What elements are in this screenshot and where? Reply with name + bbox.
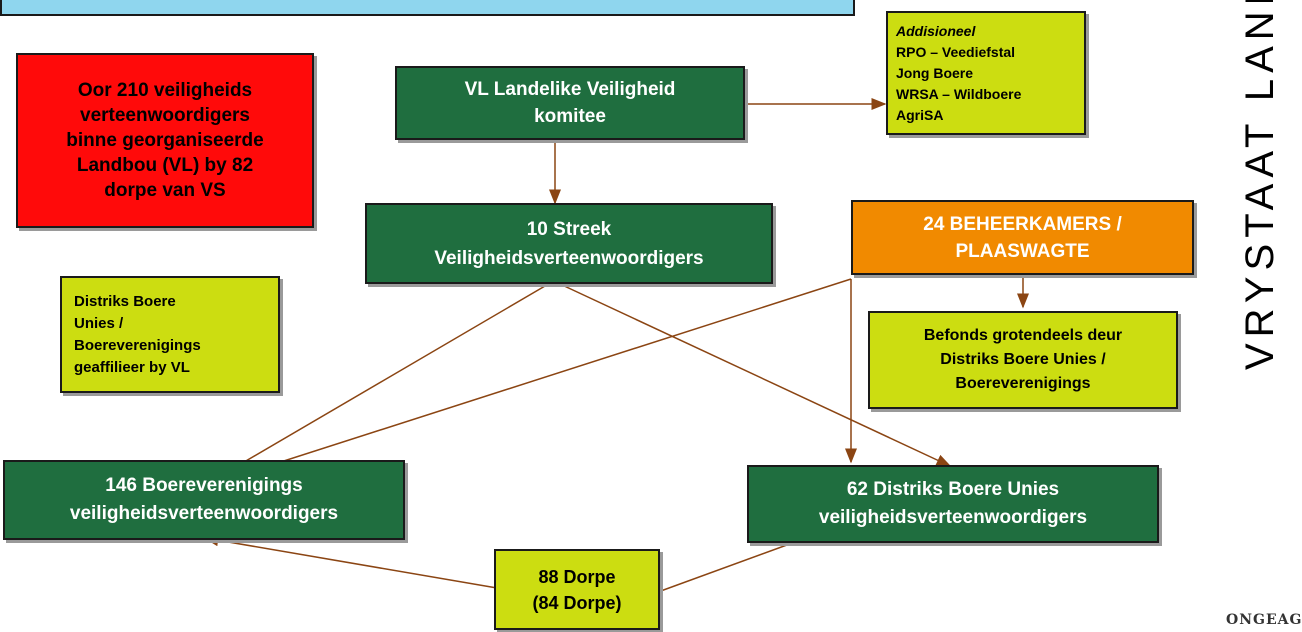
title-banner bbox=[0, 0, 855, 16]
district-unions-note: Distriks Boere Unies / Boereverenigings … bbox=[60, 276, 280, 393]
arrow-towns-to-farmers bbox=[203, 534, 498, 589]
regional-node: 10 Streek Veiligheidsverteenwoordigers bbox=[365, 203, 773, 284]
committee-node: VL Landelike Veiligheid komitee bbox=[395, 66, 745, 140]
arrow-regional-to-farmers bbox=[208, 285, 546, 483]
control-rooms-node: 24 BEHEERKAMERS / PLAASWAGTE bbox=[851, 200, 1194, 275]
vertical-side-label: VRYSTAAT LANDBO bbox=[1238, 0, 1282, 370]
arrow-controlrooms-to-farmers bbox=[210, 278, 852, 486]
arrow-regional-to-district bbox=[559, 283, 952, 467]
farmers-association-node: 146 Boereverenigings veiligheidsverteenw… bbox=[3, 460, 405, 540]
red-summary-box: Oor 210 veiligheids verteenwoordigers bi… bbox=[16, 53, 314, 228]
additional-box: Addisioneel RPO – Veediefstal Jong Boere… bbox=[886, 11, 1086, 135]
funded-box: Befonds grotendeels deur Distriks Boere … bbox=[868, 311, 1178, 409]
towns-box: 88 Dorpe (84 Dorpe) bbox=[494, 549, 660, 630]
district-reps-node: 62 Distriks Boere Unies veiligheidsverte… bbox=[747, 465, 1159, 543]
corner-logo: ONGEAG bbox=[1226, 612, 1302, 628]
